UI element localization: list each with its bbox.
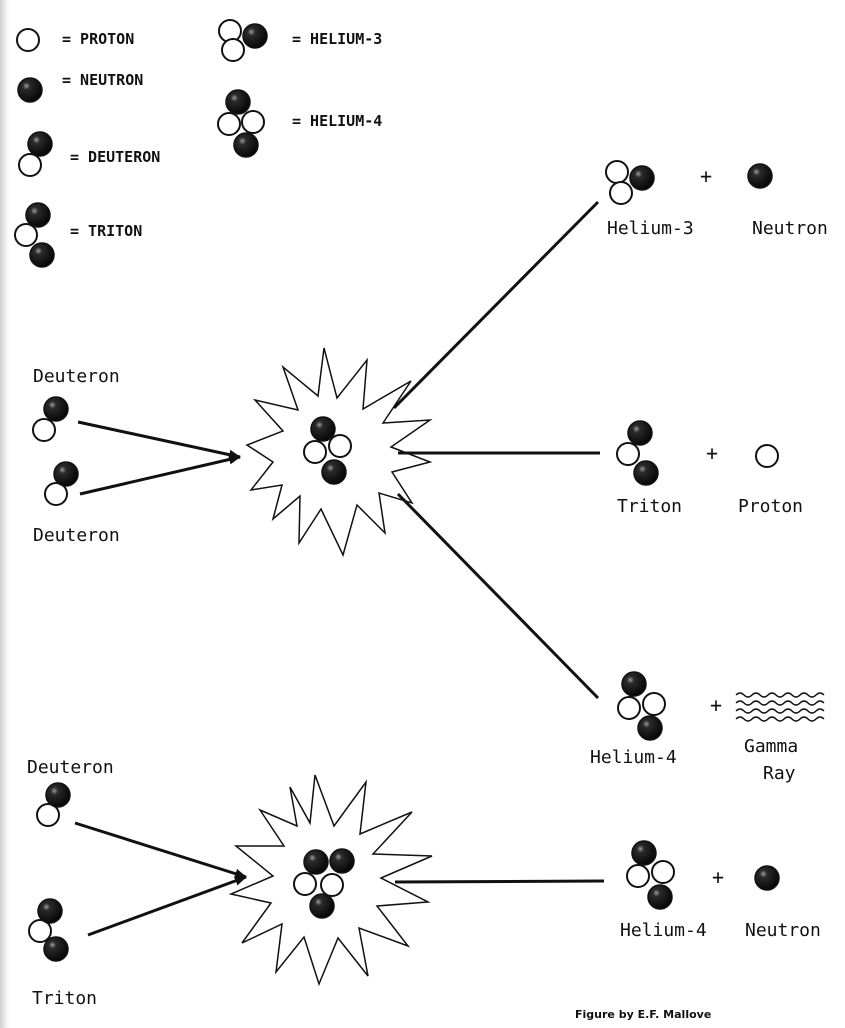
product-proton-icon	[755, 444, 779, 468]
dd-top-deuteron-label: Deuteron	[33, 366, 120, 387]
product-helium3-icon	[605, 160, 655, 205]
product-helium4-label: Helium-4	[620, 920, 707, 941]
figure-credit: Figure by E.F. Mallove	[575, 1008, 711, 1021]
dd-reaction: Deuteron Deuteron	[32, 200, 600, 700]
legend-helium3-icon	[218, 19, 268, 62]
product-triton-proton: + Triton Proton	[616, 420, 803, 517]
legend-proton-label: = PROTON	[62, 30, 134, 48]
product-neutron-icon	[754, 865, 780, 891]
product-neutron-icon	[747, 163, 773, 189]
page-edge-shadow	[0, 0, 10, 1028]
product-helium3-label: Helium-3	[607, 218, 694, 239]
dd-bottom-deuteron-icon	[44, 461, 79, 506]
plus-sign: +	[710, 693, 722, 717]
product-neutron-label: Neutron	[752, 218, 828, 239]
product-helium4-icon	[626, 840, 675, 910]
dt-compound-nucleus-icon	[293, 848, 355, 919]
gamma-ray-label-line1: Gamma	[744, 736, 798, 757]
legend-deuteron-icon	[18, 131, 53, 177]
gamma-ray-wave-icon	[735, 692, 825, 722]
dt-reaction: Deuteron Triton	[27, 757, 605, 1009]
product-proton-label: Proton	[738, 496, 803, 517]
legend-helium3-label: = HELIUM-3	[292, 30, 382, 48]
dt-branch-helium4	[394, 879, 605, 884]
dt-deuteron-icon	[36, 782, 71, 827]
legend-neutron-icon	[17, 77, 43, 103]
legend-helium4-icon	[217, 89, 265, 158]
product-triton-label: Triton	[617, 496, 682, 517]
product-helium4-label: Helium-4	[590, 747, 677, 768]
product-neutron-label: Neutron	[745, 920, 821, 941]
dd-bottom-deuteron-label: Deuteron	[33, 525, 120, 546]
dt-arrow-bottom	[87, 875, 247, 937]
dd-arrow-top	[77, 420, 241, 460]
legend-triton-icon	[14, 202, 55, 268]
product-helium3-neutron: + Helium-3 Neutron	[605, 160, 828, 239]
plus-sign: +	[712, 865, 724, 889]
legend-proton-icon	[16, 28, 40, 52]
dt-triton-icon	[28, 898, 69, 962]
dt-triton-label: Triton	[32, 988, 97, 1009]
dt-arrow-top	[74, 821, 247, 879]
product-helium4-icon	[617, 671, 666, 741]
product-helium4-gamma: + Helium-4 Gamma Ray	[590, 671, 825, 784]
legend-deuteron-label: = DEUTERON	[70, 148, 160, 166]
legend-triton-label: = TRITON	[70, 222, 142, 240]
legend-helium4-label: = HELIUM-4	[292, 112, 382, 130]
dd-branch-helium3	[392, 200, 600, 410]
legend: = PROTON = NEUTRON = DEUTERON = TRITON =…	[14, 19, 382, 268]
gamma-ray-label-line2: Ray	[763, 763, 796, 784]
legend-neutron-label: = NEUTRON	[62, 71, 143, 89]
dd-compound-nucleus-icon	[303, 416, 352, 485]
product-helium4-neutron: + Helium-4 Neutron	[620, 840, 821, 941]
plus-sign: +	[706, 441, 718, 465]
plus-sign: +	[700, 164, 712, 188]
dt-deuteron-label: Deuteron	[27, 757, 114, 778]
product-triton-icon	[616, 420, 659, 486]
dd-arrow-bottom	[79, 454, 241, 496]
dd-top-deuteron-icon	[32, 396, 69, 442]
dd-branch-helium4	[396, 492, 600, 700]
